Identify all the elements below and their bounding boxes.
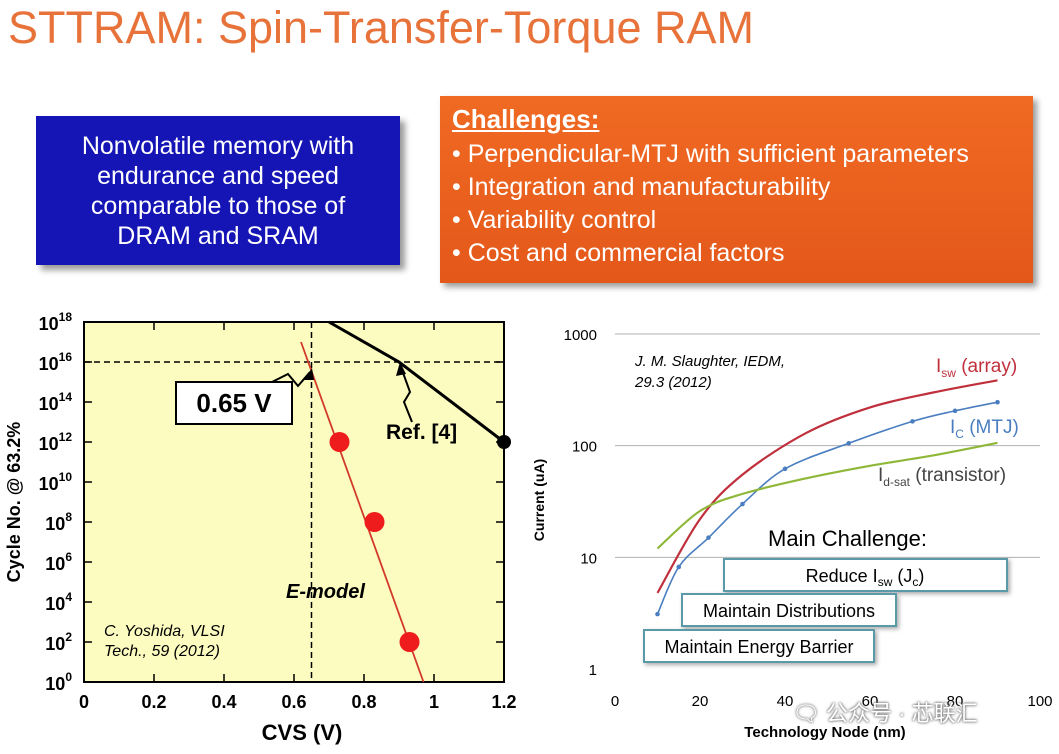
callout-box: [175, 381, 293, 425]
x-tick-label: 0: [611, 693, 619, 710]
ic-point: [782, 466, 788, 472]
y-tick-label: 104: [45, 590, 72, 614]
y-tick-label: 1010: [39, 470, 73, 494]
x-tick-label: 1.2: [491, 692, 516, 712]
chart-marks: [655, 379, 1000, 617]
callout-arrowhead: [304, 368, 314, 380]
x-axis-label: Technology Node (nm): [744, 724, 905, 741]
x-tick-label: 100: [1027, 693, 1052, 710]
ic-point: [706, 535, 711, 540]
y-tick-label: 1016: [39, 350, 73, 374]
idsat-curve: [656, 441, 998, 550]
citation-line: C. Yoshida, VLSI: [104, 623, 225, 640]
ic-point: [995, 399, 1000, 405]
x-tick-label: 0.2: [141, 692, 166, 712]
x-tick-label: 0.8: [351, 692, 376, 712]
challenges-list: Perpendicular-MTJ with sufficient parame…: [452, 138, 969, 270]
chart-marks: [84, 320, 511, 683]
y-tick-label: 1: [589, 662, 597, 679]
y-tick-label: 108: [45, 510, 72, 534]
isw-curve: [656, 379, 998, 594]
x-tick-label: 0.4: [211, 692, 236, 712]
data-point: [364, 512, 385, 532]
x-tick-label: 1: [429, 692, 439, 712]
maintain-energy-barrier-label: Maintain Energy Barrier: [664, 637, 853, 657]
y-tick-label: 1012: [39, 430, 73, 454]
ic-point: [910, 419, 915, 424]
x-tick-label: 40: [777, 693, 794, 710]
y-tick-label: 106: [45, 550, 72, 574]
y-tick-label: 102: [45, 630, 72, 654]
maintain-distributions-box: [681, 593, 897, 627]
y-tick-label: 1000: [564, 327, 597, 344]
callout-arrow: [267, 371, 311, 388]
summary-box: Nonvolatile memory with endurance and sp…: [36, 116, 400, 265]
challenges-heading: Challenges:: [452, 104, 600, 134]
y-tick-labels: 1018 1016 1014 1012 1010 108 106 104 102 100: [39, 310, 504, 694]
maintain-distributions-label: Maintain Distributions: [703, 601, 875, 621]
citation-line: Tech., 59 (2012): [104, 643, 220, 660]
citation-line: J. M. Slaughter, IEDM,: [634, 353, 785, 370]
x-tick-label: 80: [947, 693, 964, 710]
ref-arrow: [401, 369, 413, 423]
y-tick-label: 10: [580, 550, 597, 567]
watermark: 🗨 公众号 · 芯联汇: [792, 701, 978, 726]
reduce-isw-label: Reduce Isw (Jc): [806, 566, 925, 589]
main-challenge-bg: [762, 520, 956, 552]
x-tick-label: 0: [79, 692, 89, 712]
endurance-chart: 1018 1016 1014 1012 1010 108 106 104 102 100 0 0.2…: [4, 310, 517, 745]
e-model-line: [300, 341, 425, 683]
ref-point: [497, 435, 511, 449]
x-tick-labels: 0 0.2 0.4 0.6 0.8 1 1.2: [79, 322, 517, 712]
x-axis-label: CVS (V): [262, 720, 343, 745]
y-tick-label: 1014: [39, 390, 73, 414]
current-chart: 1000 100 10 1 0 20 40 60 80 100 Technology Node …: [531, 327, 1053, 741]
data-point: [399, 632, 420, 652]
maintain-energy-barrier-box: [643, 629, 875, 663]
slide-title: STTRAM: Spin-Transfer-Torque RAM: [8, 2, 754, 53]
callout-label: 0.65 V: [196, 388, 272, 418]
ic-point: [952, 408, 958, 414]
isw-label: Isw (array): [936, 356, 1017, 380]
x-tick-label: 20: [692, 693, 709, 710]
ref-arrowhead: [396, 362, 406, 376]
y-tick-label: 1018: [39, 310, 73, 334]
main-challenge-label: Main Challenge:: [768, 526, 927, 551]
x-tick-label: 0.6: [281, 692, 306, 712]
challenge-item: Cost and commercial factors: [452, 237, 969, 270]
challenge-item: Variability control: [452, 204, 969, 237]
y-tick-label: 100: [45, 670, 72, 694]
ic-point: [655, 611, 660, 617]
y-tick-label: 100: [572, 439, 597, 456]
y-tick-labels: 1000 100 10 1: [564, 327, 597, 679]
ic-label: IC (MTJ): [950, 417, 1019, 441]
ic-point: [846, 441, 852, 446]
challenge-item: Integration and manufacturability: [452, 171, 969, 204]
x-tick-label: 60: [862, 693, 879, 710]
ic-point: [676, 564, 682, 570]
citation-line: 29.3 (2012): [634, 374, 712, 391]
ref-label: Ref. [4]: [386, 421, 457, 444]
reduce-isw-box: [723, 558, 1008, 592]
idsat-label: Id-sat (transistor): [878, 465, 1006, 489]
ref-line: [328, 320, 505, 444]
summary-text: Nonvolatile memory with endurance and sp…: [81, 131, 355, 250]
challenges-box: Challenges: Perpendicular-MTJ with suffi…: [440, 96, 1033, 283]
data-point: [329, 432, 350, 452]
challenge-item: Perpendicular-MTJ with sufficient parame…: [452, 138, 969, 171]
y-axis-label: Cycle No. @ 63.2%: [4, 422, 24, 583]
x-tick-labels: 0 20 40 60 80 100: [611, 693, 1053, 710]
model-label: E-model: [286, 581, 365, 603]
y-axis-label: Current (uA): [531, 459, 547, 541]
ic-point: [740, 501, 745, 507]
